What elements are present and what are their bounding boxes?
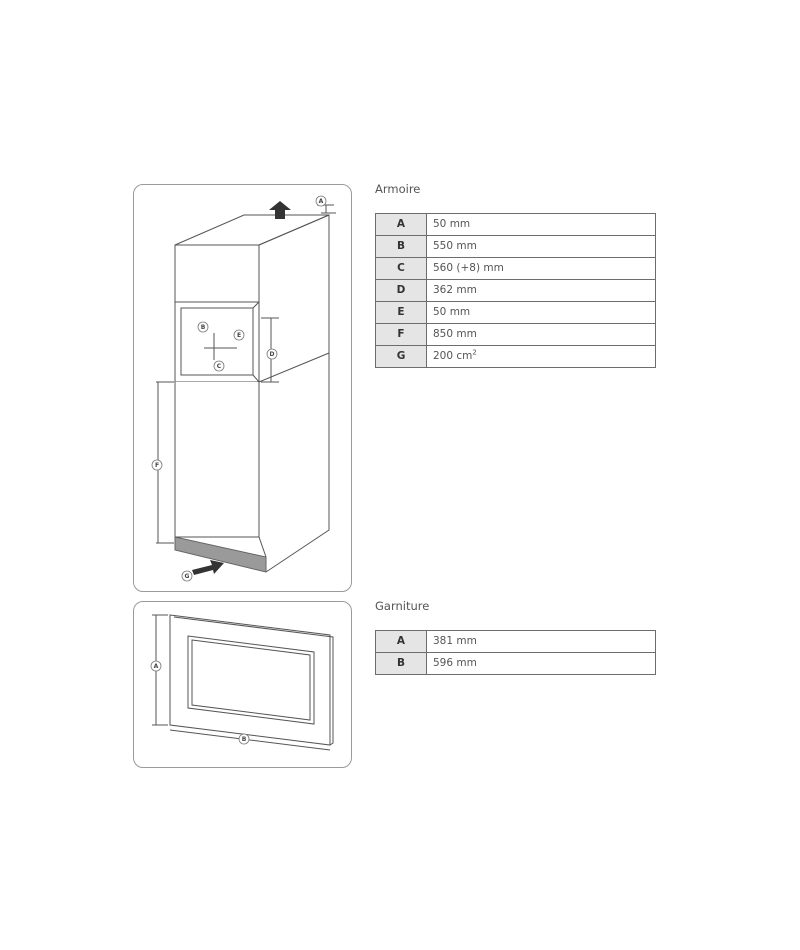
label-b: B: [197, 321, 209, 333]
cabinet-back-edge: [265, 215, 330, 573]
superscript: 2: [472, 348, 477, 357]
table-row: A 381 mm: [375, 630, 656, 653]
trim-frame-window: [187, 635, 315, 725]
dimension-value: 50 mm: [426, 213, 656, 236]
armoire-dimensions-table: A 50 mm B 550 mm C 560 (+8) mm D 362 mm …: [375, 213, 656, 368]
label-g: G: [181, 570, 193, 582]
table-row: A 50 mm: [375, 213, 656, 236]
label-a: A: [150, 660, 162, 672]
dimension-value: 362 mm: [426, 279, 656, 302]
armoire-title: Armoire: [375, 182, 421, 196]
cabinet-top-face: [174, 214, 330, 246]
label-c: C: [213, 360, 225, 372]
dimension-value: 200 cm2: [426, 345, 656, 368]
svg-text:B: B: [242, 736, 247, 743]
dimension-key: A: [375, 213, 427, 236]
garniture-dimensions-table: A 381 mm B 596 mm: [375, 630, 656, 675]
cabinet-diagram-panel: A B E C D F G: [133, 184, 352, 592]
svg-text:D: D: [270, 351, 275, 358]
cabinet-installation-diagram: A B E C D F G: [151, 195, 336, 582]
dimension-key: B: [375, 235, 427, 258]
dimension-value: 50 mm: [426, 301, 656, 324]
dim-b-e-lines: [204, 333, 237, 360]
dimension-key: F: [375, 323, 427, 346]
label-f: F: [151, 459, 163, 471]
trim-frame-diagram: A B: [150, 614, 334, 751]
table-row: C 560 (+8) mm: [375, 257, 656, 280]
dimension-key: C: [375, 257, 427, 280]
table-row: B 596 mm: [375, 652, 656, 675]
svg-text:G: G: [185, 573, 190, 580]
dimension-key: G: [375, 345, 427, 368]
garniture-title: Garniture: [375, 599, 430, 613]
label-b: B: [238, 733, 250, 745]
dimension-key: B: [375, 652, 427, 675]
dimension-value: 596 mm: [426, 652, 656, 675]
vent-inlet-arrow: [192, 560, 224, 575]
svg-text:A: A: [319, 198, 324, 205]
dimension-value: 550 mm: [426, 235, 656, 258]
table-row: F 850 mm: [375, 323, 656, 346]
dimension-value: 560 (+8) mm: [426, 257, 656, 280]
cabinet-lower-front: [174, 382, 260, 538]
table-row: G 200 cm2: [375, 345, 656, 368]
dimension-value: 850 mm: [426, 323, 656, 346]
dim-b-line: [169, 729, 331, 751]
label-d: D: [266, 348, 278, 360]
table-row: D 362 mm: [375, 279, 656, 302]
svg-text:C: C: [217, 363, 222, 370]
dimension-key: D: [375, 279, 427, 302]
svg-text:A: A: [154, 663, 159, 670]
svg-text:F: F: [155, 462, 159, 469]
dimension-value-text: 200 cm: [433, 350, 473, 362]
cabinet-plinth: [174, 536, 267, 573]
dimension-value: 381 mm: [426, 630, 656, 653]
svg-text:E: E: [237, 332, 241, 339]
table-row: B 550 mm: [375, 235, 656, 258]
dimension-key: E: [375, 301, 427, 324]
dimension-key: A: [375, 630, 427, 653]
svg-text:B: B: [201, 324, 206, 331]
label-e: E: [233, 329, 245, 341]
table-row: E 50 mm: [375, 301, 656, 324]
label-a: A: [315, 195, 327, 207]
vent-outlet-arrow: [269, 201, 291, 219]
trim-frame-diagram-panel: A B: [133, 601, 352, 768]
cabinet-upper-front: [174, 244, 260, 303]
